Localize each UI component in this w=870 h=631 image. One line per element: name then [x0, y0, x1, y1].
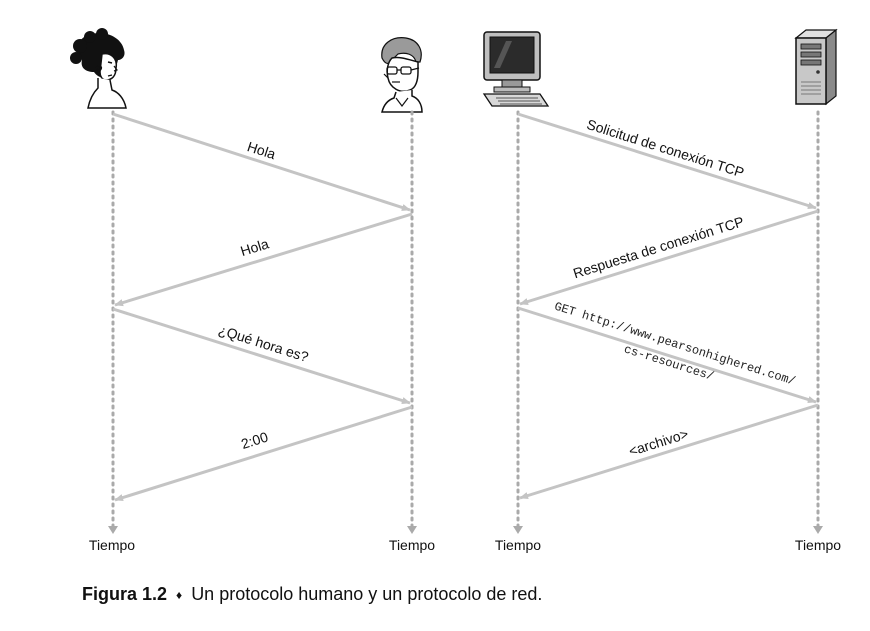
time-label-server: Tiempo	[795, 537, 841, 553]
timelines	[111, 110, 820, 530]
caption-text: Un protocolo humano y un protocolo de re…	[191, 584, 543, 604]
time-label-man: Tiempo	[389, 537, 435, 553]
arrow-network-1	[517, 112, 817, 210]
arrow-human-3	[112, 307, 411, 405]
label-dos: 2:00	[239, 428, 270, 451]
label-respuesta: Respuesta de conexión TCP	[571, 213, 746, 281]
woman-icon	[70, 28, 127, 109]
time-label-woman: Tiempo	[89, 537, 135, 553]
man-icon	[381, 37, 423, 113]
caption-figure-number: Figura 1.2	[82, 584, 168, 604]
protocol-diagram: Hola Hola ¿Qué hora es? 2:00 Solicitud d…	[70, 28, 841, 553]
figure-caption: Figura 1.2 ♦ Un protocolo humano y un pr…	[82, 584, 542, 605]
arrow-human-1	[112, 112, 411, 212]
timeline-ends	[108, 526, 823, 534]
time-label-computer: Tiempo	[495, 537, 541, 553]
arrow-network-3	[517, 306, 817, 404]
computer-icon	[482, 31, 550, 107]
label-que-hora: ¿Qué hora es?	[217, 322, 311, 365]
label-hola-2: Hola	[238, 235, 270, 259]
human-arrows	[112, 112, 413, 502]
network-arrows	[517, 112, 819, 500]
label-solicitud: Solicitud de conexión TCP	[585, 116, 746, 181]
arrow-network-4	[519, 403, 819, 500]
arrow-human-2	[114, 212, 413, 307]
arrow-human-4	[114, 405, 413, 502]
arrow-network-2	[519, 209, 819, 306]
server-icon	[794, 28, 838, 106]
label-get-line1: GET http://www.pearsonhighered.com/	[553, 300, 798, 389]
caption-separator: ♦	[176, 588, 183, 602]
